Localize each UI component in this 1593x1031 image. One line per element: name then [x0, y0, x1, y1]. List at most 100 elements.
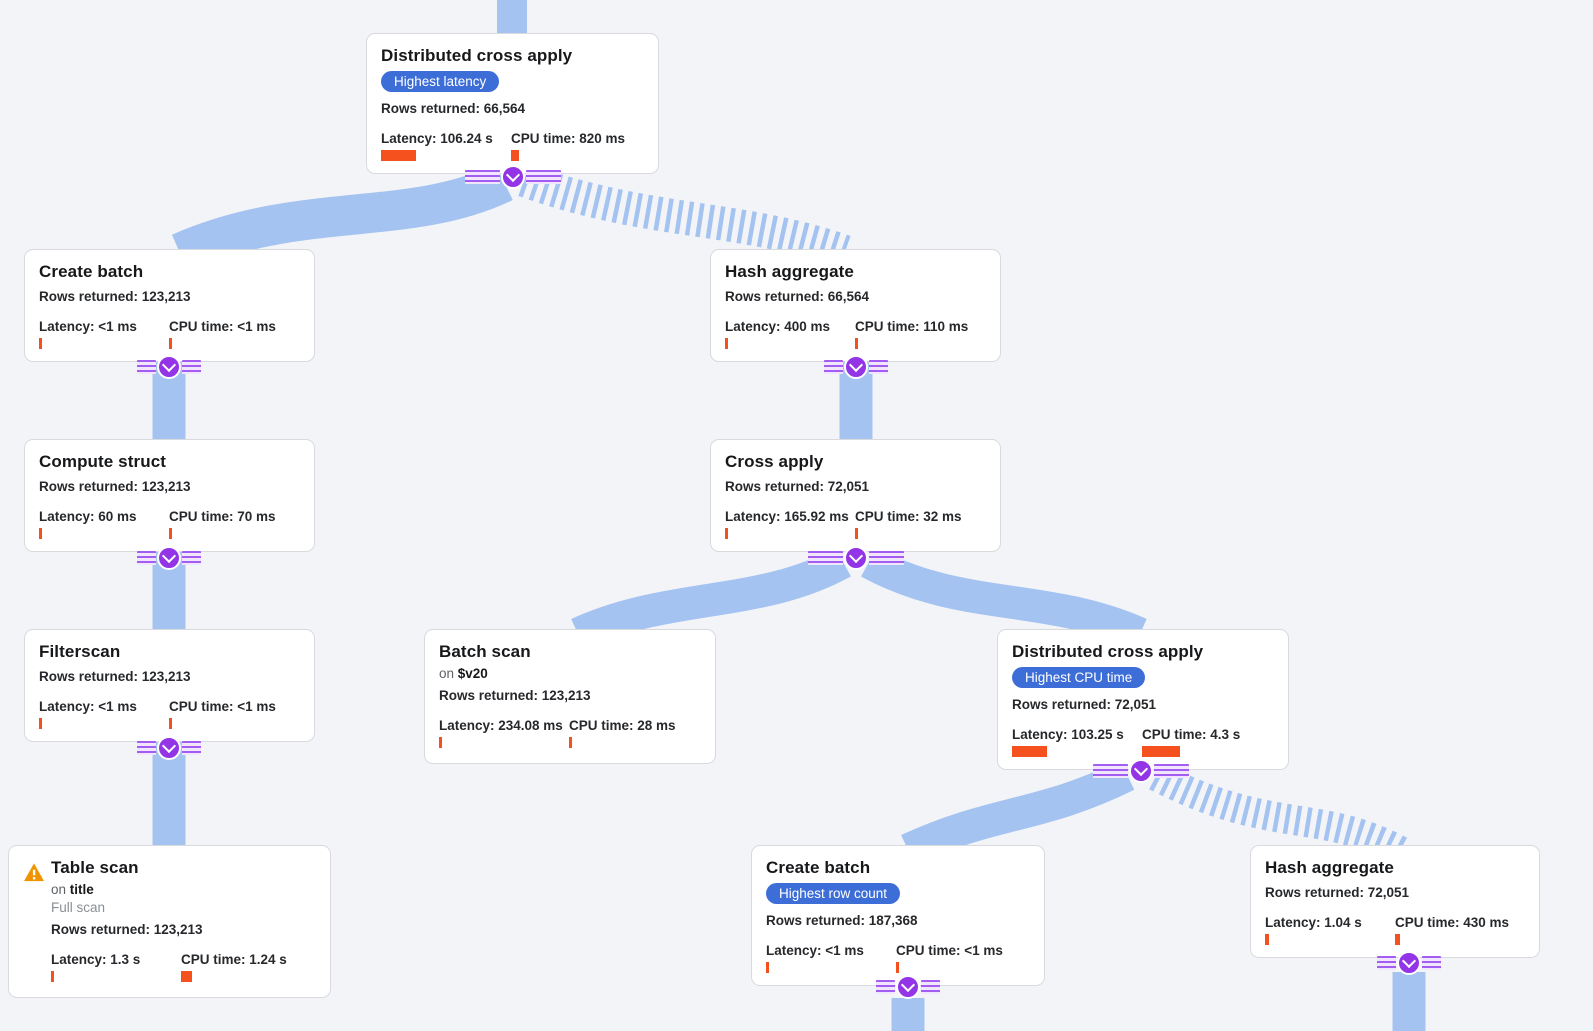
chevron-down-icon: [157, 546, 181, 570]
cpu-time-label: CPU time: 1.24 s: [181, 952, 287, 967]
latency-bar: [39, 528, 42, 539]
latency-bar: [381, 150, 416, 161]
edge-dca-2-to-hash-aggregate-2: [1149, 762, 1408, 865]
edge-cross-apply-to-dca-2: [861, 547, 1147, 650]
collapse-children-button-dca-top[interactable]: [465, 165, 561, 189]
cpu-time-label: CPU time: 32 ms: [855, 509, 962, 524]
connector-stripes: [137, 551, 156, 565]
connector-stripes: [869, 551, 904, 565]
latency-bar: [725, 528, 728, 539]
collapse-children-button-create-batch-1[interactable]: [137, 355, 201, 379]
edge-cross-apply-to-batch-scan: [571, 547, 851, 650]
latency-label: Latency: 60 ms: [39, 509, 137, 524]
plan-node-distributed-cross-apply-2[interactable]: Distributed cross apply Highest CPU time…: [997, 629, 1289, 770]
collapse-children-button-hash-aggregate-1[interactable]: [824, 355, 888, 379]
connector-stripes: [1422, 956, 1441, 970]
node-title: Batch scan: [439, 642, 531, 661]
rows-returned: Rows returned: 123,213: [39, 479, 191, 494]
scan-type-note: Full scan: [51, 900, 106, 915]
scan-target: on $v20: [439, 666, 488, 681]
cpu-time-bar: [511, 150, 519, 161]
plan-node-cross-apply[interactable]: Cross apply Rows returned: 72,051 Latenc…: [710, 439, 1001, 552]
latency-label: Latency: 1.04 s: [1265, 915, 1362, 930]
connector-stripes: [182, 360, 201, 374]
highlight-badge: Highest CPU time: [1012, 667, 1146, 688]
plan-node-create-batch-2[interactable]: Create batch Highest row count Rows retu…: [751, 845, 1045, 986]
cpu-time-bar: [569, 737, 572, 748]
node-title: Table scan: [51, 858, 139, 877]
rows-returned: Rows returned: 66,564: [381, 101, 526, 116]
connector-stripes: [182, 741, 201, 755]
latency-label: Latency: 234.08 ms: [439, 718, 563, 733]
rows-returned: Rows returned: 123,213: [39, 669, 191, 684]
plan-node-create-batch-1[interactable]: Create batch Rows returned: 123,213 Late…: [24, 249, 315, 362]
connector-stripes: [869, 360, 888, 374]
cpu-time-label: CPU time: 820 ms: [511, 131, 626, 146]
node-title: Hash aggregate: [725, 262, 854, 281]
plan-node-hash-aggregate-1[interactable]: Hash aggregate Rows returned: 66,564 Lat…: [710, 249, 1001, 362]
connector-stripes: [1154, 764, 1189, 778]
latency-label: Latency: <1 ms: [39, 699, 137, 714]
latency-bar: [39, 718, 42, 729]
latency-bar: [1265, 934, 1269, 945]
latency-bar: [51, 971, 54, 982]
latency-label: Latency: 165.92 ms: [725, 509, 849, 524]
collapse-children-button-compute-struct[interactable]: [137, 546, 201, 570]
chevron-down-icon: [1129, 759, 1153, 783]
edge-dca-top-to-hash-aggregate-1: [518, 163, 851, 269]
node-title: Distributed cross apply: [1012, 642, 1204, 661]
connector-stripes: [465, 170, 500, 184]
node-title: Hash aggregate: [1265, 858, 1394, 877]
plan-node-filterscan[interactable]: Filterscan Rows returned: 123,213 Latenc…: [24, 629, 315, 742]
warning-icon: [24, 863, 44, 882]
rows-returned: Rows returned: 187,368: [766, 913, 918, 928]
plan-node-batch-scan[interactable]: Batch scan on $v20 Rows returned: 123,21…: [424, 629, 716, 764]
cpu-time-label: CPU time: 110 ms: [855, 319, 969, 334]
cpu-time-label: CPU time: 430 ms: [1395, 915, 1510, 930]
node-title: Compute struct: [39, 452, 167, 471]
collapse-children-button-dca-2[interactable]: [1093, 759, 1189, 783]
connector-stripes: [1093, 764, 1128, 778]
collapse-children-button-hash-aggregate-2[interactable]: [1377, 951, 1441, 975]
highlight-badge: Highest latency: [381, 71, 500, 92]
connector-stripes: [137, 360, 156, 374]
plan-node-hash-aggregate-2[interactable]: Hash aggregate Rows returned: 72,051 Lat…: [1250, 845, 1540, 958]
connector-stripes: [824, 360, 843, 374]
connector-stripes: [876, 980, 895, 994]
chevron-down-icon: [157, 355, 181, 379]
connector-stripes: [137, 741, 156, 755]
edge-dca-top-to-create-batch-1: [171, 163, 513, 272]
chevron-down-icon: [157, 736, 181, 760]
cpu-time-bar: [855, 338, 858, 349]
rows-returned: Rows returned: 72,051: [1265, 885, 1410, 900]
highlight-badge: Highest row count: [766, 883, 901, 904]
chevron-down-icon: [896, 975, 920, 999]
cpu-time-bar: [169, 338, 172, 349]
collapse-children-button-create-batch-2[interactable]: [876, 975, 940, 999]
latency-bar: [725, 338, 728, 349]
edge-dca-2-to-create-batch-2: [901, 760, 1135, 865]
plan-node-compute-struct[interactable]: Compute struct Rows returned: 123,213 La…: [24, 439, 315, 552]
node-title: Filterscan: [39, 642, 121, 661]
latency-label: Latency: <1 ms: [39, 319, 137, 334]
rows-returned: Rows returned: 66,564: [725, 289, 870, 304]
connector-stripes: [182, 551, 201, 565]
latency-bar: [39, 338, 42, 349]
cpu-time-bar: [169, 718, 172, 729]
collapse-children-button-cross-apply[interactable]: [808, 546, 904, 570]
latency-label: Latency: 106.24 s: [381, 131, 493, 146]
cpu-time-bar: [181, 971, 192, 982]
cpu-time-label: CPU time: <1 ms: [169, 699, 276, 714]
plan-node-distributed-cross-apply-top[interactable]: Distributed cross apply Highest latency …: [366, 33, 659, 174]
node-title: Distributed cross apply: [381, 46, 573, 65]
latency-bar: [766, 962, 769, 973]
chevron-down-icon: [501, 165, 525, 189]
cpu-time-bar: [1395, 934, 1400, 945]
cpu-time-bar: [855, 528, 858, 539]
rows-returned: Rows returned: 72,051: [725, 479, 870, 494]
chevron-down-icon: [1397, 951, 1421, 975]
collapse-children-button-filterscan[interactable]: [137, 736, 201, 760]
plan-node-table-scan[interactable]: Table scan on title Full scan Rows retur…: [8, 845, 331, 998]
scan-target: on title: [51, 882, 94, 897]
